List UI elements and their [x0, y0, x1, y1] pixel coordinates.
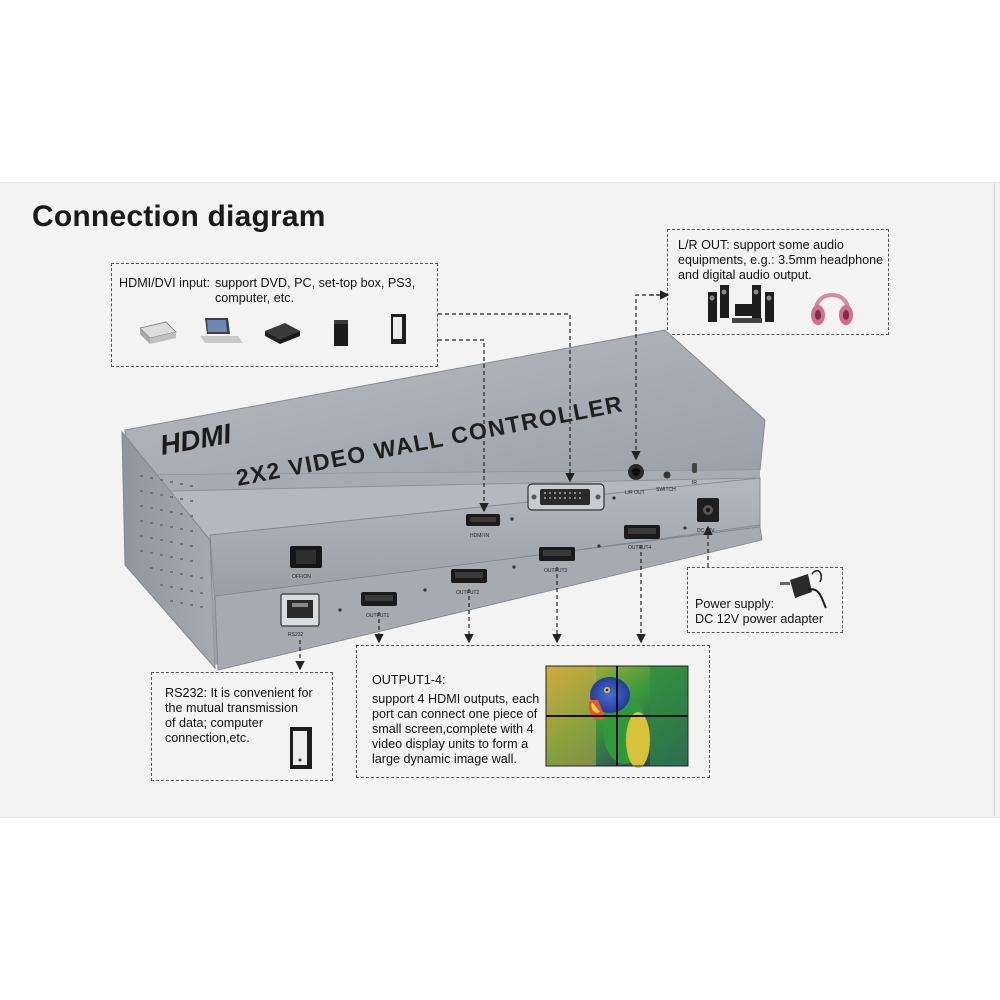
- audio-callout-line: equipments, e.g.: 3.5mm headphone: [678, 253, 884, 267]
- rs232-callout-line: the mutual transmission: [165, 701, 298, 715]
- power-callout-box: [687, 567, 843, 633]
- page-title: Connection diagram: [32, 200, 326, 233]
- panel-edge-divider: [994, 182, 995, 816]
- output1-label: OUTPUT1: [366, 613, 390, 619]
- connector-lines: [295, 290, 713, 671]
- rs232-callout-line: connection,etc.: [165, 731, 250, 745]
- lr-out-label: L/R OUT: [625, 490, 645, 496]
- device-top-face: [124, 329, 766, 476]
- hdmi-in-port: HDMI IN: [466, 514, 500, 539]
- audio-callout-line: and digital audio output.: [678, 268, 812, 282]
- connector-input-to-dvi: [438, 313, 575, 483]
- output-callout-line: video display units to form a: [372, 737, 529, 751]
- switch-label: SWITCH: [656, 487, 676, 493]
- power-callout-line: DC 12V power adapter: [695, 612, 824, 626]
- side-vent-holes: [140, 475, 203, 608]
- output4-port: OUTPUT4: [624, 525, 660, 551]
- output2-label: OUTPUT2: [456, 590, 480, 596]
- audio-callout-box: [667, 229, 889, 335]
- output2-port: OUTPUT2: [451, 569, 487, 596]
- rs232-callout-box: [151, 672, 333, 781]
- indicator-dots: [338, 496, 687, 612]
- input-callout-line: computer, etc.: [215, 291, 295, 305]
- connector-audio-to-lr-out: [631, 294, 667, 461]
- video-wall-parrot-image: [545, 665, 689, 768]
- output-callout-line: small screen,complete with 4: [372, 722, 534, 736]
- ir-sensor: IR: [692, 463, 697, 486]
- lr-out-jack: L/R OUT: [625, 464, 645, 496]
- switch-button: SWITCH: [656, 471, 676, 493]
- set-top-box-icon: [265, 323, 300, 344]
- rs232-port-label: RS232: [288, 632, 304, 638]
- laptop-icon: [200, 318, 243, 343]
- dvd-player-icon: [139, 321, 177, 344]
- hdmi-in-port-label: HDMI IN: [470, 533, 490, 539]
- rs232-port: RS232: [280, 593, 320, 638]
- output-callout-line: port can connect one piece of: [372, 707, 538, 721]
- output-callout-line: support 4 HDMI outputs, each: [372, 692, 540, 706]
- dvi-port: [527, 483, 605, 511]
- output3-label: OUTPUT3: [544, 568, 568, 574]
- audio-callout-line: L/R OUT: support some audio: [678, 238, 844, 252]
- rs232-callout-line: RS232: It is convenient for: [165, 686, 313, 700]
- device-front-lower-band: [214, 526, 763, 671]
- output-callout-line: large dynamic image wall.: [372, 752, 517, 766]
- dc-in-label: DC 12V: [697, 528, 715, 534]
- output3-port: OUTPUT3: [539, 547, 575, 574]
- power-callout-line: Power supply:: [695, 597, 775, 611]
- rs232-callout-line: of data; computer: [165, 716, 264, 730]
- headphones-icon: [811, 293, 853, 325]
- input-callout-heading: HDMI/DVI input:: [119, 276, 210, 290]
- power-adapter-icon: [780, 570, 827, 609]
- rs232-pc-tower-icon: [290, 727, 312, 769]
- input-callout-box: [111, 263, 438, 367]
- output-callout-box: [356, 645, 710, 778]
- ir-label: IR: [692, 480, 697, 486]
- ps3-console-icon: [334, 320, 348, 346]
- speaker-system-icon: [708, 285, 774, 323]
- input-callout-line: support DVD, PC, set-top box, PS3,: [215, 276, 416, 290]
- output4-label: OUTPUT4: [628, 545, 652, 551]
- power-rocker-switch: OFF/ON: [290, 546, 322, 580]
- power-switch-label: OFF/ON: [292, 574, 311, 580]
- output1-port: OUTPUT1: [361, 592, 397, 619]
- pc-tower-icon: [391, 314, 406, 344]
- connector-input-to-hdmi-in: [438, 339, 489, 513]
- output-callout-heading: OUTPUT1-4:: [372, 673, 446, 687]
